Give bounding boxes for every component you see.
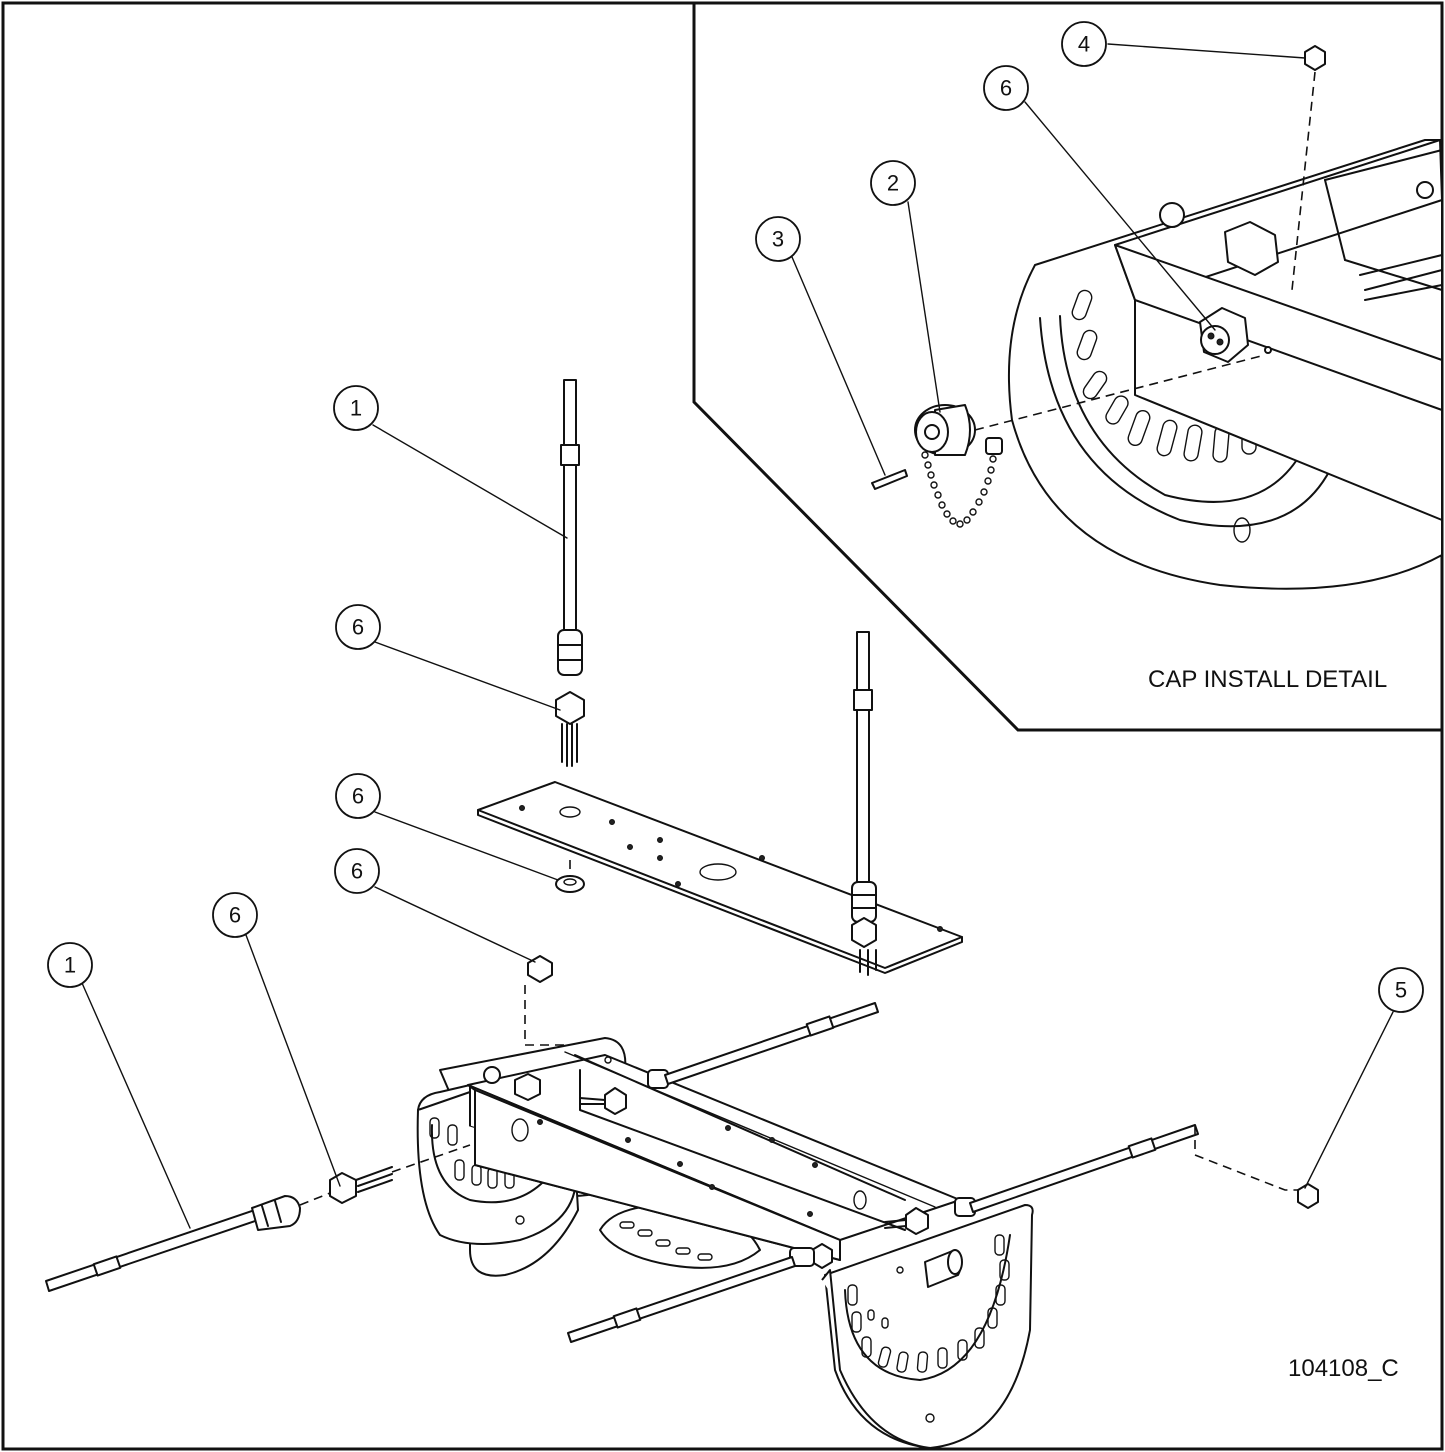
callout-4-detail: 4 <box>1061 21 1107 67</box>
nut-5 <box>1194 1125 1319 1209</box>
callout-6-plate-nut: 6 <box>335 773 381 819</box>
detail-view <box>871 45 1443 590</box>
side-antenna <box>45 1144 471 1292</box>
leader-lines <box>81 43 1394 1229</box>
callout-1-upper: 1 <box>333 385 379 431</box>
detail-inset-border <box>692 4 1442 732</box>
callout-2-detail-label: 2 <box>887 171 899 196</box>
frame-assembly <box>416 1002 1199 1449</box>
callout-6-plate-nut-label: 6 <box>352 784 364 809</box>
callout-3-detail: 3 <box>755 216 801 262</box>
callout-5-label: 5 <box>1395 978 1407 1003</box>
callout-1-side-label: 1 <box>64 953 76 978</box>
jam-nut-under-plate <box>555 860 585 893</box>
callout-6-side-nut-label: 6 <box>229 903 241 928</box>
callout-2-detail: 2 <box>870 160 916 206</box>
antenna-top-assembly <box>555 379 585 767</box>
callout-6-antenna-nut: 6 <box>335 604 381 650</box>
callout-6-side-nut: 6 <box>212 892 258 938</box>
callout-6-antenna-nut-label: 6 <box>352 615 364 640</box>
antenna-plate-standing <box>851 631 877 976</box>
frame-antenna-rods <box>567 1002 1199 1343</box>
callout-6-frame-nut: 6 <box>334 848 380 894</box>
callout-3-detail-label: 3 <box>772 227 784 252</box>
callout-4-detail-label: 4 <box>1078 32 1090 57</box>
callout-5: 5 <box>1378 967 1424 1013</box>
callout-6-detail-label: 6 <box>1000 76 1012 101</box>
detail-title: CAP INSTALL DETAIL <box>1148 666 1387 693</box>
callout-6-detail: 6 <box>983 65 1029 111</box>
jam-nut-frame <box>524 955 565 1046</box>
callout-1-upper-label: 1 <box>350 396 362 421</box>
mounting-plate <box>477 781 963 974</box>
callout-1-side: 1 <box>47 942 93 988</box>
drawing-number: 104108_C <box>1288 1355 1399 1382</box>
callout-6-frame-nut-label: 6 <box>351 859 363 884</box>
